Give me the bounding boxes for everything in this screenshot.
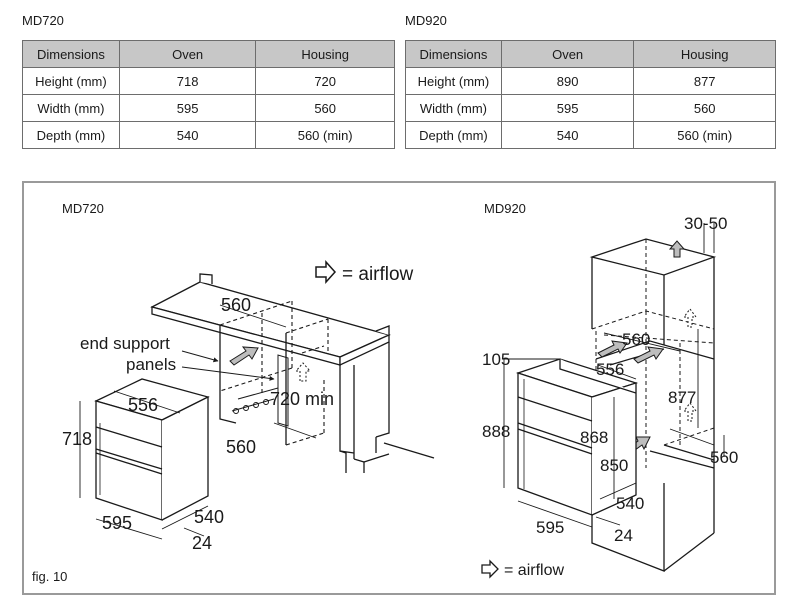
spec-table-md920: Dimensions Oven Housing Height (mm) 890 … <box>405 40 776 149</box>
dim-right-bezel: 24 <box>614 526 633 545</box>
dim-right-oven-total-height: 888 <box>482 422 510 441</box>
dim-right-inner-width: 556 <box>596 360 624 379</box>
countertop <box>150 273 391 367</box>
col-header-oven: Oven <box>118 40 257 68</box>
end-support-panels <box>231 354 289 427</box>
oven-md920 <box>515 358 639 516</box>
table-row: Height (mm) 890 877 <box>405 67 776 95</box>
left-dimension-lines <box>79 304 317 540</box>
end-support-label-line1: end support <box>80 334 170 353</box>
cell-housing-depth: 560 (min) <box>255 121 395 149</box>
row-label-height: Height (mm) <box>405 67 502 95</box>
dim-right-oven-body-height: 868 <box>580 428 608 447</box>
figure-caption: fig. 10 <box>32 569 67 584</box>
col-header-oven: Oven <box>500 40 635 68</box>
end-support-label-line2: panels <box>126 355 176 374</box>
airflow-legend-icon <box>315 260 337 284</box>
dim-right-vent-gap: 30-50 <box>684 214 727 233</box>
table-row: Height (mm) 718 720 <box>22 67 395 95</box>
cell-housing-height: 720 <box>255 67 395 95</box>
row-label-depth: Depth (mm) <box>405 121 502 149</box>
right-model-title: MD920 <box>484 201 526 216</box>
cell-housing-height: 877 <box>633 67 776 95</box>
dim-left-oven-height: 718 <box>62 429 92 449</box>
cell-oven-height: 718 <box>118 67 257 95</box>
table-row: Width (mm) 595 560 <box>405 94 776 122</box>
inner-housing-dashed <box>219 300 329 446</box>
spec-table-md720: Dimensions Oven Housing Height (mm) 718 … <box>22 40 395 149</box>
table-header-row: Dimensions Oven Housing <box>405 40 776 68</box>
dim-right-oven-width: 595 <box>536 518 564 537</box>
cell-housing-width: 560 <box>633 94 776 122</box>
cell-oven-depth: 540 <box>500 121 635 149</box>
dim-right-offset: 105 <box>482 350 510 369</box>
table-row: Depth (mm) 540 560 (min) <box>405 121 776 149</box>
dim-left-housing-height: 720 min <box>270 389 334 409</box>
row-label-height: Height (mm) <box>22 67 120 95</box>
col-header-housing: Housing <box>633 40 776 68</box>
col-header-housing: Housing <box>255 40 395 68</box>
dim-left-top-width: 560 <box>221 295 251 315</box>
dim-right-housing-height: 877 <box>668 388 696 407</box>
dim-left-oven-width: 595 <box>102 513 132 533</box>
left-model-title: MD720 <box>62 201 104 216</box>
installation-figure: MD720 = airflow <box>22 181 776 595</box>
tall-housing <box>589 238 717 572</box>
airflow-arrow-icon <box>229 346 312 382</box>
cell-oven-width: 595 <box>118 94 257 122</box>
callout-leader-upper <box>181 350 219 363</box>
dim-right-oven-depth: 540 <box>616 494 644 513</box>
dim-left-housing-depth: 560 <box>226 437 256 457</box>
col-header-dimensions: Dimensions <box>22 40 120 68</box>
installation-diagram: MD720 = airflow <box>32 201 738 584</box>
cell-oven-width: 595 <box>500 94 635 122</box>
dim-right-housing-width: 560 <box>622 330 650 349</box>
dim-left-oven-depth: 540 <box>194 507 224 527</box>
col-header-dimensions: Dimensions <box>405 40 502 68</box>
row-label-depth: Depth (mm) <box>22 121 120 149</box>
cell-oven-depth: 540 <box>118 121 257 149</box>
row-label-width: Width (mm) <box>405 94 502 122</box>
cabinet-housing <box>219 325 435 473</box>
table-row: Depth (mm) 540 560 (min) <box>22 121 395 149</box>
oven-md720 <box>94 378 210 521</box>
right-dimension-lines <box>502 223 725 528</box>
dim-right-body-depth: 850 <box>600 456 628 475</box>
cell-housing-depth: 560 (min) <box>633 121 776 149</box>
dim-left-oven-top-width: 556 <box>128 395 158 415</box>
right-airflow-legend: = airflow <box>504 562 564 579</box>
airflow-legend-icon <box>481 559 499 579</box>
callout-leader-lower <box>181 366 275 381</box>
row-label-width: Width (mm) <box>22 94 120 122</box>
table-title-md720: MD720 <box>22 13 64 28</box>
table-title-md920: MD920 <box>405 13 447 28</box>
dim-left-bezel: 24 <box>192 533 212 553</box>
cell-oven-height: 890 <box>500 67 635 95</box>
table-row: Width (mm) 595 560 <box>22 94 395 122</box>
left-airflow-legend: = airflow <box>342 264 414 285</box>
cell-housing-width: 560 <box>255 94 395 122</box>
dim-right-housing-depth: 560 <box>710 448 738 467</box>
table-header-row: Dimensions Oven Housing <box>22 40 395 68</box>
